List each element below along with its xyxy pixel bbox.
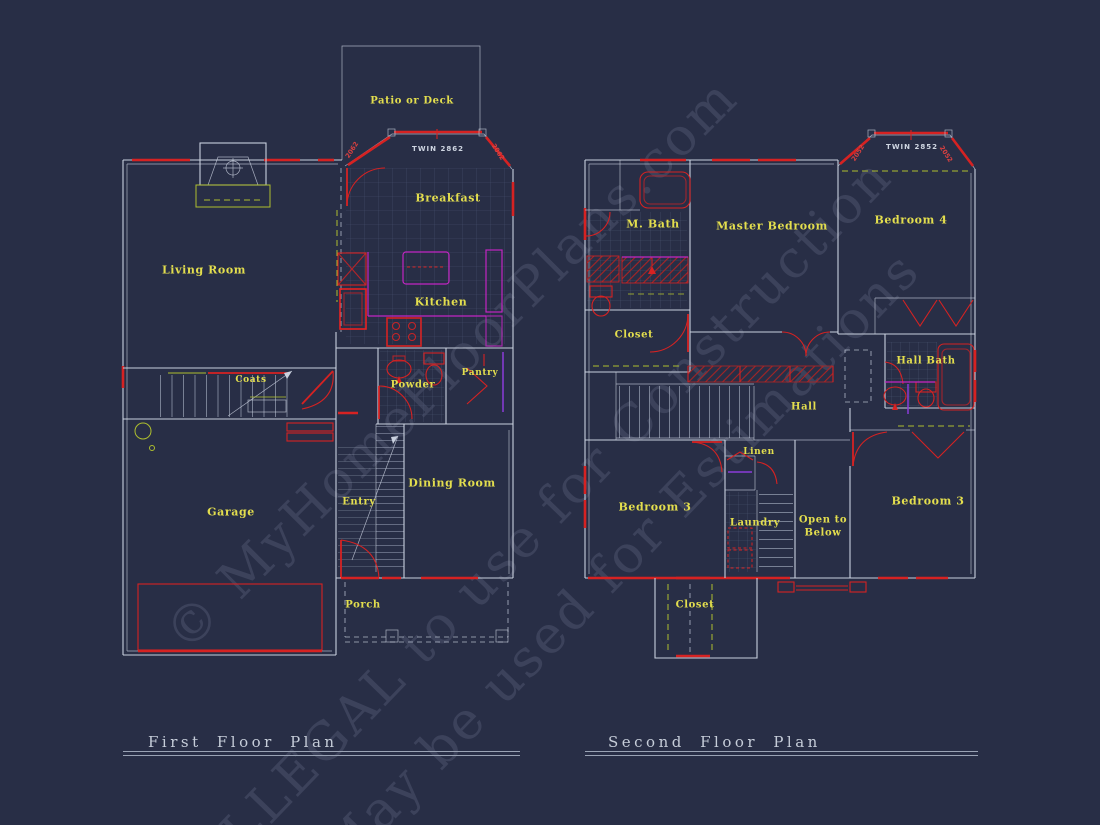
room-label-master-bedroom: Master Bedroom <box>716 219 828 233</box>
room-label-living-room: Living Room <box>161 263 247 277</box>
room-label-m-bath: M. Bath <box>626 217 680 231</box>
room-label-garage: Garage <box>207 505 255 519</box>
room-label-pantry: Pantry <box>461 368 499 378</box>
room-label-closet-bottom: Closet <box>675 599 715 611</box>
window-tag-twin-2862: TWIN 2862 <box>412 145 464 153</box>
room-label-patio: Patio or Deck <box>370 95 454 107</box>
room-label-bedroom-3-left: Bedroom 3 <box>618 500 692 514</box>
room-label-porch: Porch <box>345 599 381 611</box>
first-floor-plan <box>121 45 515 656</box>
room-label-open-to-below: Open to Below <box>798 514 848 539</box>
room-label-laundry: Laundry <box>729 517 781 529</box>
room-label-hall: Hall <box>791 401 817 413</box>
room-label-entry: Entry <box>342 496 376 508</box>
first-floor-title: First Floor Plan <box>148 733 338 751</box>
second-floor-title: Second Floor Plan <box>608 733 821 751</box>
room-label-breakfast: Breakfast <box>415 191 481 205</box>
room-label-kitchen: Kitchen <box>414 295 468 309</box>
second-floor-title-underline <box>585 751 978 756</box>
room-label-dining-room: Dining Room <box>408 476 496 490</box>
room-label-linen: Linen <box>743 447 775 457</box>
room-label-bedroom-3-right: Bedroom 3 <box>891 494 965 508</box>
window-tag-twin-2852: TWIN 2852 <box>886 143 938 151</box>
room-label-powder: Powder <box>390 379 436 391</box>
second-floor-plan <box>583 129 977 659</box>
room-label-closet-upper: Closet <box>614 329 654 341</box>
first-floor-title-underline <box>123 751 520 756</box>
room-label-bedroom-4: Bedroom 4 <box>874 213 948 227</box>
room-label-coats: Coats <box>235 375 267 385</box>
room-label-hall-bath: Hall Bath <box>896 355 956 367</box>
